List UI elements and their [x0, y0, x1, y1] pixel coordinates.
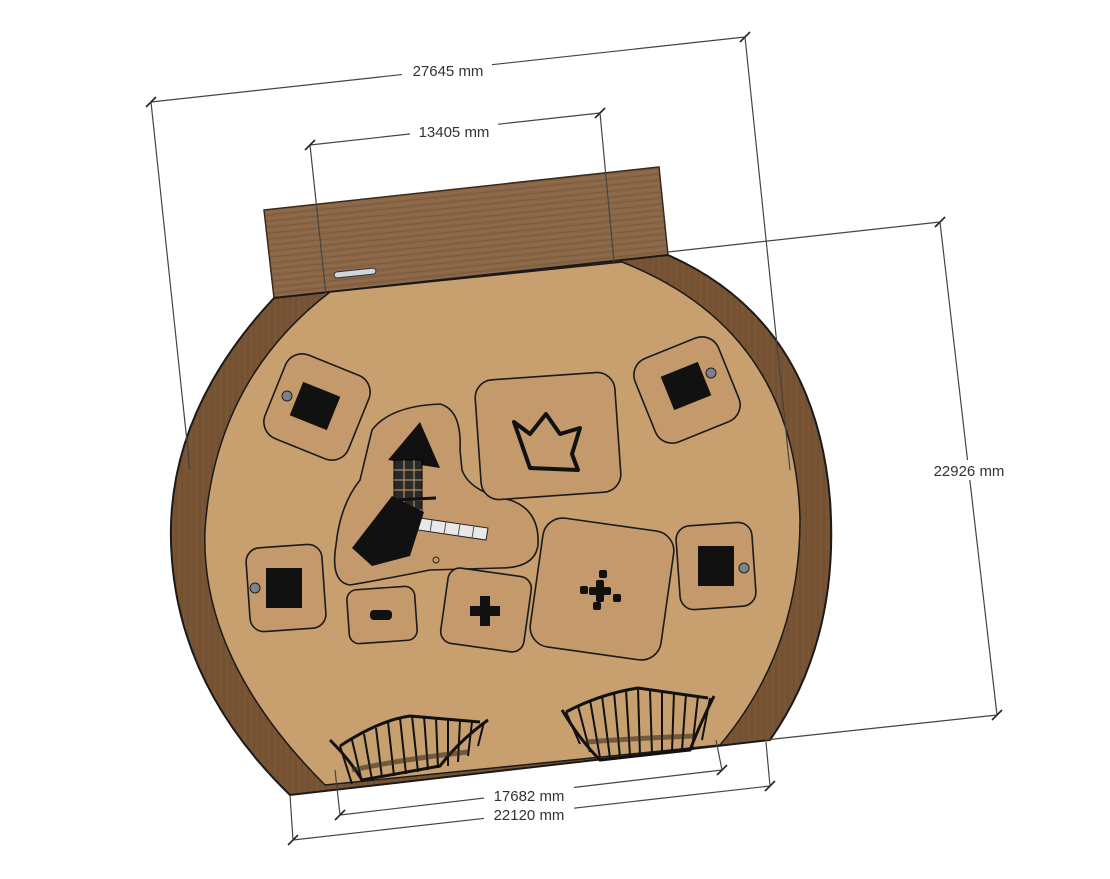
dimension-bottom-inner-label: 17682 mm [494, 788, 565, 805]
dimension-deck-width-label: 13405 mm [419, 124, 490, 141]
bench-left [245, 543, 327, 633]
dimension-deck-width: 13405 mm [304, 107, 615, 296]
dimension-overall-width-label: 27645 mm [413, 63, 484, 80]
crown-climbing-frame [474, 371, 622, 501]
bench-top-right [633, 336, 741, 444]
minus-seesaw [346, 585, 418, 645]
dimension-bottom-outer: 22120 mm [287, 741, 776, 846]
dimension-height: 22926 mm [667, 216, 1014, 741]
fence-left [328, 714, 489, 785]
plus-springer [439, 567, 533, 653]
fence-right [560, 686, 716, 762]
cross-spinner [529, 517, 675, 661]
deck-tap-icon [333, 267, 377, 279]
dimension-bottom-inner: 17682 mm [334, 739, 728, 821]
dimension-height-label: 22926 mm [934, 463, 1005, 480]
dimension-overall-width: 27645 mm [145, 31, 791, 471]
bench-right [675, 521, 757, 611]
bench-top-left [263, 353, 371, 461]
play-tower-with-slide [333, 403, 539, 586]
dimension-bottom-outer-label: 22120 mm [494, 807, 565, 824]
